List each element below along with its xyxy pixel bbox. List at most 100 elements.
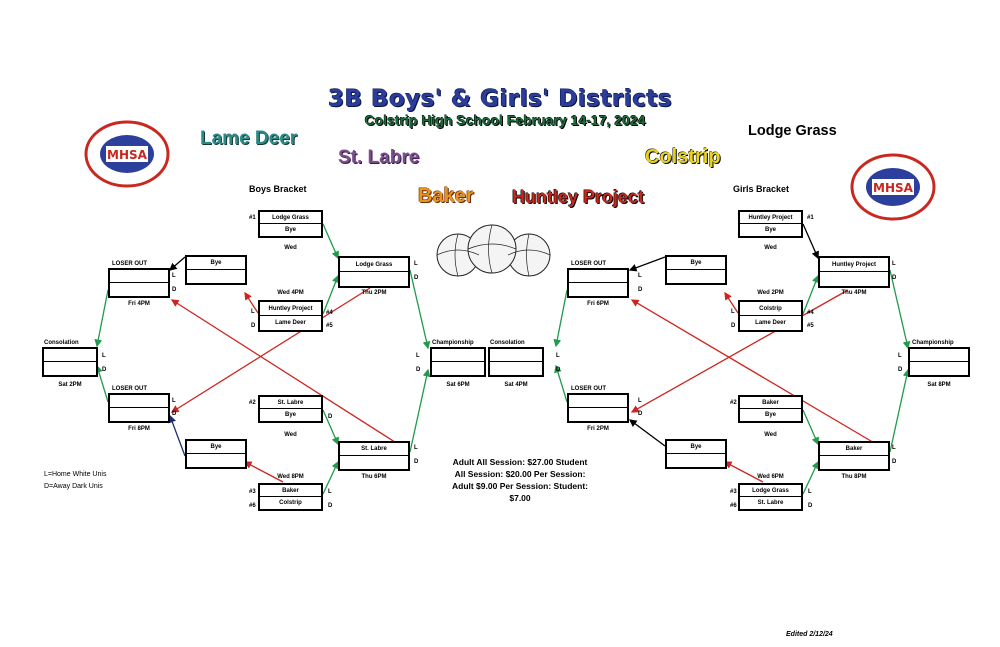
- girls-semi2: Baker: [818, 441, 890, 471]
- boys-semi1-time: Thu 2PM: [361, 290, 387, 296]
- boys-lo2-to-cons: [95, 364, 109, 403]
- price-line-2: All Session: $20.00 Per Session:: [454, 469, 586, 479]
- boys-seed-1: #1: [249, 215, 256, 221]
- boys-lo2-time: Fri 8PM: [128, 426, 150, 432]
- boys-champ-mark-d: D: [416, 367, 421, 373]
- girls-cons-slot-a: [490, 349, 542, 362]
- boys-game2-time: Wed 4PM: [277, 290, 304, 296]
- boys-semi2-time: Thu 6PM: [361, 474, 387, 480]
- girls-game4-team-a: Lodge Grass: [740, 485, 801, 497]
- boys-lo2-label: LOSER OUT: [112, 386, 148, 392]
- girls-game1-team-a: Huntley Project: [740, 212, 801, 224]
- girls-bye2-to-lo2: [628, 419, 666, 447]
- boys-g4-mark-d: D: [328, 503, 333, 509]
- team-lodge-grass: Lodge Grass: [748, 123, 837, 139]
- girls-semi1-mark-l: L: [892, 261, 896, 267]
- boys-game1-team-a: Lodge Grass: [260, 212, 321, 224]
- boys-g3-mark-d: D: [328, 414, 333, 420]
- girls-bye-1-empty: [667, 270, 725, 283]
- boys-lo2-mark-l: L: [172, 398, 176, 404]
- girls-champ-time: Sat 8PM: [927, 382, 951, 388]
- boys-game2-team-b: Lame Deer: [275, 320, 306, 326]
- boys-game3-team-a: St. Labre: [260, 397, 321, 409]
- boys-semi1: Lodge Grass: [338, 256, 410, 288]
- boys-lo2-slot-b: [110, 408, 168, 421]
- girls-lo1-slot-a: [569, 270, 627, 283]
- boys-game3: St. Labre Bye: [258, 395, 323, 423]
- girls-semi2-mark-l: L: [892, 445, 896, 451]
- boys-g4-mark-l: L: [328, 489, 332, 495]
- price-line-3: Adult $9.00 Per Session: Student:: [451, 481, 589, 491]
- girls-g2-to-bye: [724, 291, 739, 314]
- boys-seed-3: #3: [249, 489, 256, 495]
- boys-champ-slot-b: [432, 362, 484, 375]
- boys-semi2-team-a: St. Labre: [340, 443, 408, 456]
- boys-game1: Lodge Grass Bye: [258, 210, 323, 238]
- boys-semi2-to-champ: [409, 368, 431, 453]
- boys-bye1-to-lo1: [169, 256, 186, 271]
- boys-bye-2: Bye: [185, 439, 247, 469]
- girls-lo1-time: Fri 6PM: [587, 301, 609, 307]
- boys-bye-1-empty: [187, 270, 245, 283]
- girls-game2: Colstrip Lame Deer: [738, 300, 803, 332]
- boys-bye-2-empty: [187, 454, 245, 467]
- boys-champ-label: Championship: [432, 340, 474, 346]
- girls-champ-mark-l: L: [898, 353, 902, 359]
- girls-game4-time: Wed 6PM: [757, 474, 784, 480]
- girls-g1-to-semi1: [802, 223, 819, 260]
- edited-date: Edited 2/12/24: [786, 631, 833, 638]
- girls-bye-1: Bye: [665, 255, 727, 285]
- boys-semi1-team-b: [340, 272, 408, 286]
- boys-g3-to-semi2: [322, 409, 339, 446]
- girls-lo1-to-cons: [553, 289, 568, 348]
- girls-semi2-to-champ: [889, 368, 911, 453]
- boys-lo2-mark-d: D: [172, 411, 177, 417]
- girls-semi2-team-a: Baker: [820, 443, 888, 456]
- boys-loser-out-2: [108, 393, 170, 423]
- girls-champ-slot-a: [910, 349, 968, 362]
- boys-champ-slot-a: [432, 349, 484, 362]
- team-lame-deer: Lame Deer: [200, 128, 298, 149]
- girls-g4-mark-l: L: [808, 489, 812, 495]
- boys-bye-1-label: Bye: [187, 257, 245, 270]
- girls-semi1-time: Thu 4PM: [841, 290, 867, 296]
- girls-game1-time: Wed: [764, 245, 777, 251]
- boys-bye2-to-lo2: [168, 414, 186, 457]
- girls-bye-2: Bye: [665, 439, 727, 469]
- boys-lo1-mark-l: L: [172, 273, 176, 279]
- admission-prices: Adult All Session: $27.00 Student All Se…: [440, 456, 600, 504]
- page-title: 3B Boys' & Girls' Districts: [327, 86, 673, 112]
- girls-lo2-time: Fri 2PM: [587, 426, 609, 432]
- mhsa-logo-left-text: MHSA: [107, 148, 148, 162]
- girls-bracket-heading: Girls Bracket: [733, 184, 790, 194]
- boys-lo1-label: LOSER OUT: [112, 261, 148, 267]
- boys-game3-team-b: Bye: [284, 412, 296, 418]
- girls-bye1-to-lo1: [628, 256, 666, 272]
- boys-lo1-slot-a: [110, 270, 168, 283]
- boys-semi1-team-a: Lodge Grass: [340, 258, 408, 272]
- girls-seed-4: #4: [807, 310, 814, 316]
- mhsa-logo-right: MHSA: [850, 153, 936, 221]
- boys-game1-team-b: Bye: [284, 227, 296, 233]
- boys-cons-slot-a: [44, 349, 96, 362]
- boys-loser-out-1: [108, 268, 170, 298]
- girls-game3-team-a: Baker: [740, 397, 801, 409]
- girls-seed-5: #5: [807, 323, 814, 329]
- boys-lo1-to-cons: [94, 289, 109, 348]
- girls-semi1-mark-d: D: [892, 275, 897, 281]
- girls-game3-time: Wed: [764, 432, 777, 438]
- girls-lo2-to-cons: [554, 364, 568, 403]
- boys-seed-5: #5: [326, 323, 333, 329]
- boys-bye-1: Bye: [185, 255, 247, 285]
- boys-semi1-mark-l: L: [414, 261, 418, 267]
- boys-cons-mark-l: L: [102, 353, 106, 359]
- girls-game4-team-b: St. Labre: [757, 500, 784, 506]
- team-st-labre: St. Labre: [338, 147, 420, 168]
- boys-semi2-team-b: [340, 456, 408, 469]
- boys-game2: Huntley Project Lame Deer: [258, 300, 323, 332]
- boys-g4-to-bye2: [243, 461, 284, 483]
- boys-game4-time: Wed 8PM: [277, 474, 304, 480]
- girls-bye-2-empty: [667, 454, 725, 467]
- boys-game4-team-b: Colstrip: [279, 500, 302, 506]
- girls-game1: Huntley Project Bye: [738, 210, 803, 238]
